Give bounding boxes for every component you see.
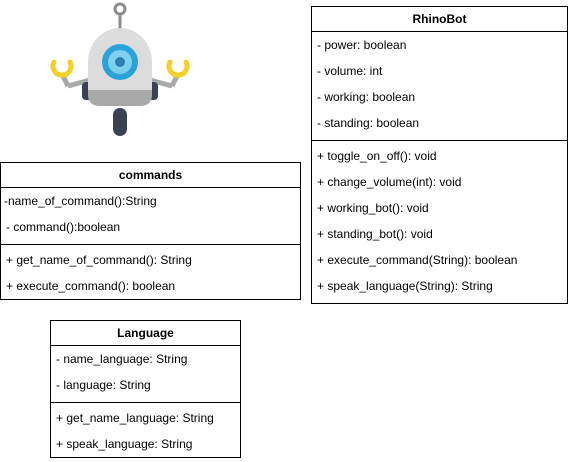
robot-body-shade [88,90,152,106]
attribute: - language: String [56,378,151,392]
attribute: - command():boolean [6,220,121,234]
attribute: - working: boolean [317,90,416,104]
class-rhinobot-title: RhinoBot [312,7,567,32]
class-commands-methods: + get_name_of_command(): String + execut… [1,244,300,299]
robot-antenna-tip [113,2,127,16]
method: + get_name_language: String [56,411,214,425]
robot-right-hand [166,59,190,78]
class-rhinobot-methods: + toggle_on_off(): void + change_volume(… [312,140,567,299]
class-rhinobot-attributes: - power: boolean - volume: int - working… [312,32,567,140]
method: + working_bot(): void [317,201,429,215]
attribute: - name_language: String [56,352,188,366]
class-language[interactable]: Language - name_language: String - langu… [50,320,241,458]
class-rhinobot[interactable]: RhinoBot - power: boolean - volume: int … [311,6,568,304]
method: + speak_language(String): String [317,279,493,293]
robot-icon [50,2,190,136]
robot-wheel [113,108,127,136]
class-commands-title: commands [1,163,300,188]
method: + standing_bot(): void [317,227,433,241]
method: + change_volume(int): void [317,175,462,189]
method: + execute_command(String): boolean [317,253,518,267]
method: + get_name_of_command(): String [6,253,192,267]
robot-eye-pupil [115,57,125,67]
method: + speak_language: String [56,437,193,451]
method: + toggle_on_off(): void [317,149,437,163]
class-commands[interactable]: commands -name_of_command():String - com… [0,162,301,300]
class-language-attributes: - name_language: String - language: Stri… [51,346,240,402]
robot-right-arm [149,77,173,89]
attribute: - volume: int [317,64,383,78]
attribute: -name_of_command():String [4,194,157,208]
attribute: - standing: boolean [317,116,420,130]
class-language-methods: + get_name_language: String + speak_lang… [51,402,240,457]
class-language-title: Language [51,321,240,346]
attribute: - power: boolean [317,38,407,52]
robot-left-arm [67,77,91,89]
robot-left-hand [50,59,74,78]
method: + execute_command(): boolean [6,279,176,293]
class-commands-attributes: -name_of_command():String - command():bo… [1,188,300,244]
